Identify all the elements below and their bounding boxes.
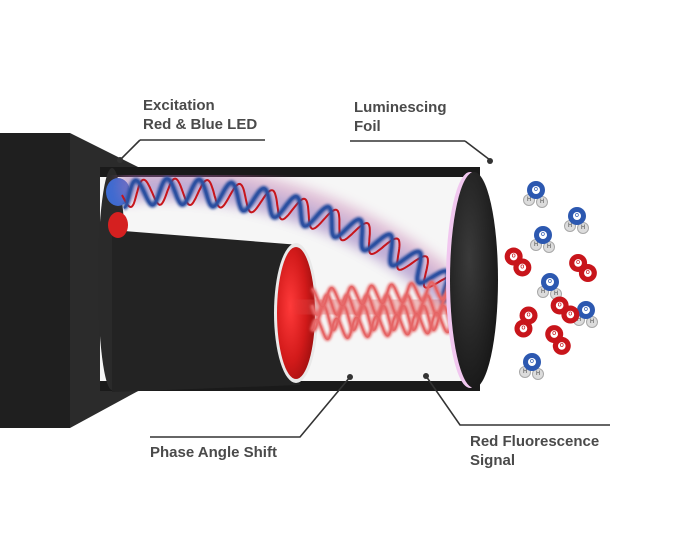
oxygen-symbol: O [586, 270, 590, 276]
atom-highlight [532, 186, 540, 194]
red-fluorescence-glow [310, 310, 454, 342]
oxygen-symbol: O [568, 312, 572, 318]
oxygen-symbol: O [527, 312, 531, 318]
atom-highlight [519, 324, 528, 333]
detector-pipe [112, 230, 318, 392]
atom-highlight [573, 212, 581, 220]
hydrogen-symbol: H [534, 242, 538, 248]
excitation-beam [118, 175, 462, 342]
oxygen-symbol: O [512, 254, 516, 260]
atom-highlight [566, 310, 575, 319]
excitation-label-line2: Red & Blue LED [143, 116, 258, 133]
red-photodetector [277, 247, 315, 379]
hydrogen-symbol: H [581, 225, 585, 231]
hydrogen-symbol: H [590, 319, 594, 325]
hydrogen-symbol: H [541, 289, 545, 295]
luminescing-foil [446, 172, 498, 388]
oxygen-symbol: O [520, 264, 524, 270]
red-fluorescence-glow [310, 303, 454, 333]
atom-highlight [584, 269, 592, 277]
atom-highlight [550, 330, 559, 338]
blue-excitation-glow [122, 176, 454, 307]
red-fluorescence-label-line1: Red Fluorescence [470, 433, 600, 450]
phase-leader [150, 376, 351, 438]
oxygen-symbol: O [541, 232, 545, 238]
foil-label-line1: Luminescing [354, 99, 447, 116]
phase-angle-shift-label: Phase Angle Shift [150, 444, 277, 461]
oxygen-symbol: O [584, 307, 588, 313]
red-fluorescence-glow [310, 276, 454, 309]
atom-highlight [509, 252, 518, 261]
oxygen-symbol: O [558, 302, 562, 308]
oxygen-symbol: O [548, 279, 552, 285]
red-signal-leader [425, 375, 610, 426]
excitation-label-line1: Excitation [143, 97, 215, 114]
hydrogen-symbol: H [536, 371, 540, 377]
atom-highlight [539, 231, 547, 239]
oxygen-symbol: O [552, 331, 556, 337]
atom-highlight [518, 263, 527, 272]
hydrogen-symbol: H [547, 244, 551, 250]
oxygen-symbol: O [575, 213, 579, 219]
hydrogen-symbol: H [523, 369, 527, 375]
atom-highlight [555, 301, 564, 310]
red-fluorescence-label-line2: Signal [470, 452, 516, 469]
oxygen-symbol: O [530, 359, 534, 365]
atom-highlight [557, 342, 566, 350]
hydrogen-symbol: H [527, 197, 531, 203]
hydrogen-symbol: H [568, 223, 572, 229]
oxygen-symbol: O [560, 343, 564, 349]
foil-label-line2: Foil [354, 118, 381, 135]
oxygen-symbol: O [522, 326, 526, 332]
oxygen-symbol: O [576, 260, 580, 266]
atom-highlight [582, 306, 590, 314]
atom-highlight [524, 311, 533, 320]
hydrogen-symbol: H [577, 317, 581, 323]
atom-highlight [574, 259, 582, 267]
atom-highlight [546, 278, 554, 286]
hydrogen-symbol: H [540, 199, 544, 205]
atom-highlight [528, 358, 536, 366]
leader-lines [117, 139, 610, 438]
oxygen-symbol: O [534, 187, 538, 193]
hydrogen-symbol: H [554, 291, 558, 297]
